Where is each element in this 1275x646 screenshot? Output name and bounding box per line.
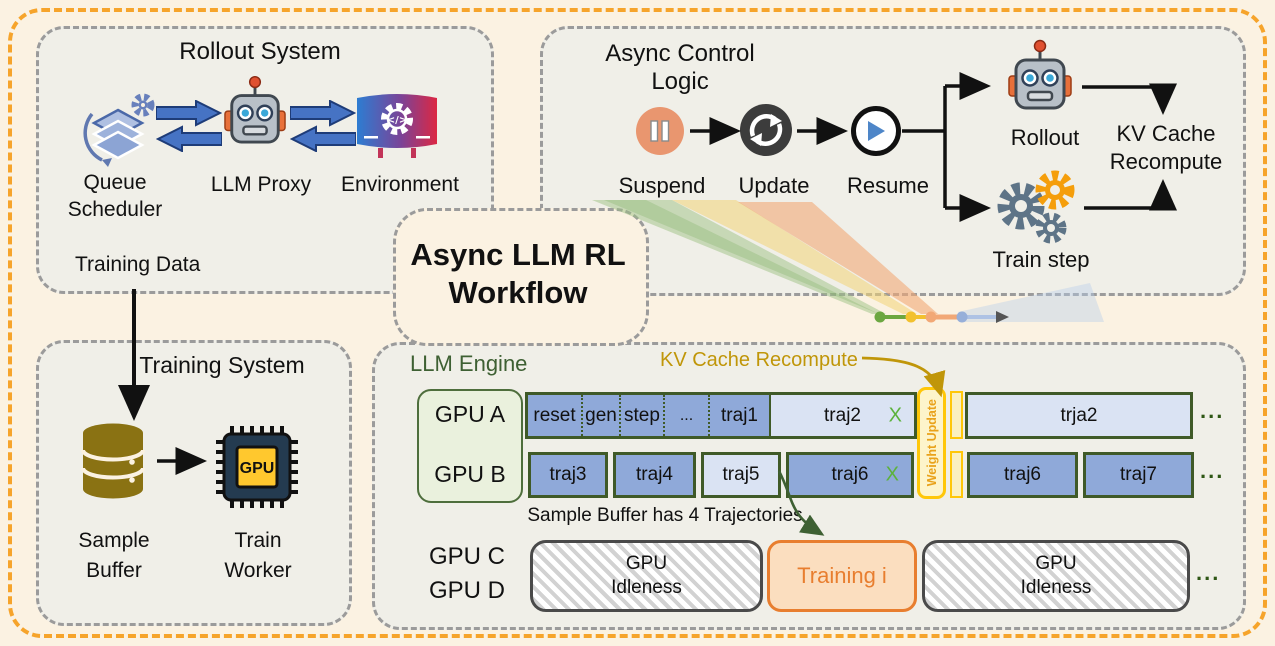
- diagram-title-line2: Workflow: [448, 275, 588, 310]
- play-icon: [851, 106, 901, 156]
- cancel-x-mark: X: [888, 404, 902, 426]
- timeline-block: step: [619, 395, 663, 436]
- train-step-label: Train step: [992, 247, 1090, 272]
- timeline-block: traj4: [613, 452, 696, 498]
- refresh-icon: [740, 104, 792, 156]
- diagram-title: Async LLM RL Workflow: [383, 236, 653, 312]
- row-b-ellipsis: ...: [1200, 458, 1225, 483]
- kv-cache-recompute-label: KV Cache Recompute: [660, 349, 858, 371]
- queue-scheduler-label: Queue Scheduler: [67, 171, 163, 221]
- gpu-ab-box: GPU A GPU B: [417, 389, 523, 503]
- timeline-block-trja2: trja2: [965, 392, 1193, 439]
- cancel-x-mark: X: [885, 463, 899, 486]
- environment-label: Environment: [341, 173, 459, 196]
- gpu-idleness-block: GPU Idleness: [922, 540, 1190, 612]
- timeline-block: traj5: [701, 452, 781, 498]
- gpu-b-label: GPU B: [434, 461, 506, 487]
- llm-engine-title: LLM Engine: [410, 351, 528, 376]
- gpu-chip-icon: GPU: [216, 426, 298, 508]
- llm-proxy-label: LLM Proxy: [210, 173, 312, 196]
- resume-label: Resume: [847, 173, 929, 198]
- sample-buffer-note: Sample Buffer has 4 Trajectories: [527, 505, 803, 526]
- rollout-system-title: Rollout System: [179, 38, 341, 65]
- timeline-block: traj6: [967, 452, 1078, 498]
- queue-scheduler-icon: [83, 93, 155, 167]
- training-system-panel: [36, 340, 352, 626]
- robot-icon: [224, 75, 286, 144]
- gpu-a-timeline: reset gen step ... traj1 traj2 X: [525, 392, 917, 439]
- train-worker-label: Train Worker: [224, 529, 292, 582]
- training-system-title: Training System: [139, 352, 305, 378]
- outer-dashed-border: [8, 8, 1267, 638]
- timeline-block: reset: [528, 395, 581, 436]
- timeline-block: gen: [581, 395, 619, 436]
- database-icon: [81, 423, 145, 499]
- kv-recompute-sliver: [950, 451, 963, 498]
- timeline-block: ...: [663, 395, 708, 436]
- timeline-block: traj7: [1083, 452, 1194, 498]
- timeline-block: traj1: [708, 395, 769, 436]
- diagram-title-line1: Async LLM RL: [410, 237, 626, 272]
- environment-icon: </>: [357, 94, 437, 158]
- row-cd-ellipsis: ...: [1196, 560, 1221, 585]
- double-arrow-icon: [156, 100, 222, 152]
- svg-text:GPU: GPU: [240, 460, 275, 477]
- svg-text:</>: </>: [387, 115, 407, 126]
- gpu-cd-label: GPU C GPU D: [428, 543, 505, 604]
- training-data-label: Training Data: [75, 253, 201, 276]
- suspend-label: Suspend: [618, 173, 706, 198]
- weight-update-bar: Weight Update: [917, 387, 946, 499]
- rollout-label: Rollout: [1010, 125, 1080, 150]
- kv-recompute-sliver: [950, 391, 963, 439]
- robot-icon: [1008, 39, 1072, 110]
- timeline-block-traj6: traj6 X: [786, 452, 914, 498]
- pause-icon: [636, 107, 684, 155]
- kv-cache-label: KV Cache Recompute: [1109, 121, 1223, 175]
- gpu-a-label: GPU A: [434, 401, 506, 427]
- sample-buffer-label: Sample Buffer: [78, 529, 150, 582]
- async-control-title: Async Control Logic: [605, 40, 755, 95]
- timeline-block-traj2: traj2 X: [769, 395, 914, 436]
- double-arrow-icon: [290, 100, 356, 152]
- update-label: Update: [738, 173, 810, 198]
- gears-icon: [997, 170, 1075, 244]
- gpu-idleness-block: GPU Idleness: [530, 540, 763, 612]
- timeline-block: traj3: [528, 452, 608, 498]
- row-a-ellipsis: ...: [1200, 398, 1225, 423]
- training-i-block: Training i: [767, 540, 917, 612]
